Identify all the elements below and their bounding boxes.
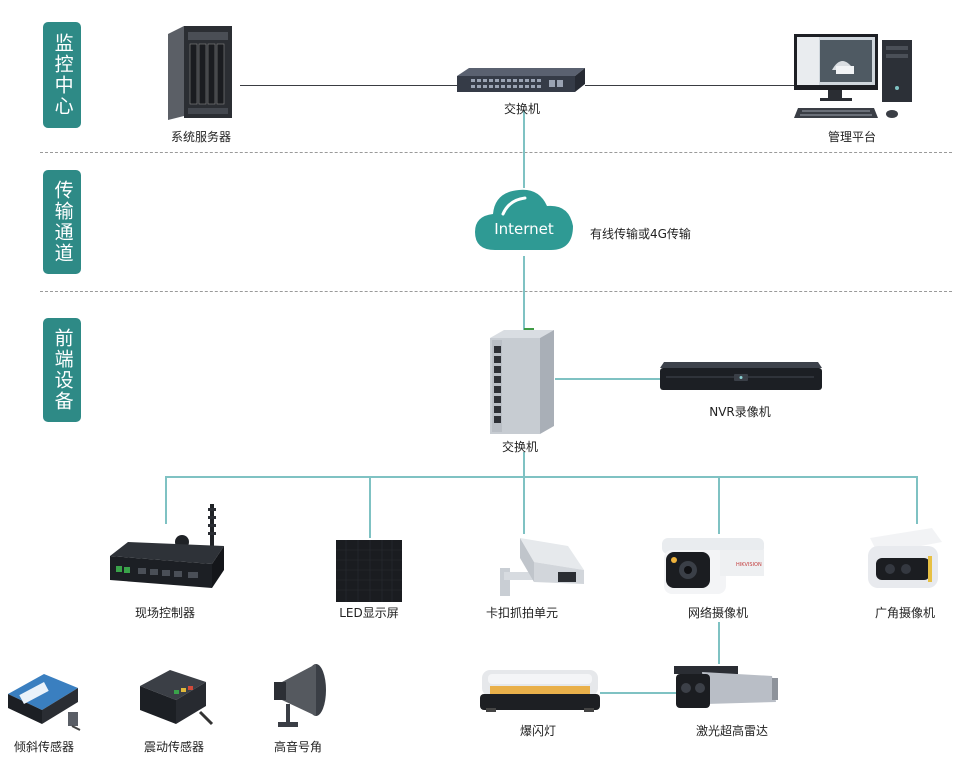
drop-led: [369, 476, 371, 538]
front-switch-device: [484, 326, 560, 438]
strobe-label: 爆闪灯: [519, 724, 557, 738]
server-icon: [168, 26, 232, 120]
lane-frontend: 前端设备: [43, 318, 81, 422]
top-switch-device: [457, 66, 587, 96]
platform-device: [792, 30, 916, 122]
led-panel-icon: [336, 540, 402, 602]
wide-label: 广角摄像机: [874, 606, 936, 620]
lane-transport: 传输通道: [43, 170, 81, 274]
industrial-switch-icon: [490, 328, 554, 434]
internet-cloud: Internet: [473, 184, 575, 256]
drop-wide: [916, 476, 918, 524]
drop-ipcam: [718, 476, 720, 534]
transport-note: 有线传输或4G传输: [590, 227, 691, 241]
horn-device: [270, 660, 330, 732]
tilt-sensor-icon: [8, 674, 81, 731]
checkpoint-label: 卡扣抓拍单元: [485, 606, 559, 620]
lane-transport-label: 传输通道: [51, 180, 74, 264]
link-frontswitch-nvr: [555, 378, 660, 380]
led-device: [334, 538, 404, 604]
nvr-device: [658, 358, 824, 394]
device-bus: [165, 476, 917, 478]
lane-frontend-label: 前端设备: [51, 328, 74, 412]
svg-text:HIKVISION: HIKVISION: [736, 562, 762, 568]
lane-monitor-label: 监控中心: [51, 33, 74, 117]
cloud-label: Internet: [494, 220, 554, 238]
field-controller-icon: [110, 504, 224, 588]
ipcam-label: 网络摄像机: [687, 606, 749, 620]
separator-middle: [40, 291, 952, 292]
ipcam-device: HIKVISION: [660, 532, 768, 600]
led-label: LED显示屏: [339, 606, 399, 620]
vibration-sensor-icon: [140, 670, 214, 726]
front-switch-label: 交换机: [501, 440, 539, 454]
tilt-device: [4, 668, 82, 732]
rack-switch-icon: [457, 68, 585, 92]
server-device: [162, 24, 236, 122]
wide-camera-icon: [868, 528, 942, 588]
drop-controller: [165, 476, 167, 524]
checkpoint-device: [494, 532, 586, 600]
bullet-camera-icon: HIKVISION: [662, 538, 764, 594]
lane-monitor-center: 监控中心: [43, 22, 81, 128]
cloud-icon: [475, 189, 573, 250]
controller-device: [104, 502, 230, 594]
server-label: 系统服务器: [170, 130, 232, 144]
horn-label: 高音号角: [273, 740, 323, 754]
link-switch-platform: [585, 85, 795, 86]
platform-label: 管理平台: [827, 130, 877, 144]
strobe-light-icon: [480, 670, 600, 712]
link-strobe-radar: [600, 692, 678, 694]
workstation-icon: [794, 34, 912, 118]
horn-speaker-icon: [274, 664, 326, 727]
box-camera-icon: [500, 538, 584, 596]
radar-label: 激光超高雷达: [695, 724, 769, 738]
link-ipcam-radar: [718, 622, 720, 664]
laser-radar-icon: [674, 666, 778, 708]
controller-label: 现场控制器: [134, 606, 196, 620]
nvr-recorder-icon: [660, 362, 822, 390]
vibration-label: 震动传感器: [143, 740, 205, 754]
nvr-label: NVR录像机: [709, 405, 771, 419]
vibration-device: [136, 664, 214, 732]
link-server-switch: [240, 85, 458, 86]
link-switch-cloud: [523, 110, 525, 188]
separator-top: [40, 152, 952, 153]
drop-checkpoint: [523, 476, 525, 534]
wide-device: [862, 524, 944, 594]
radar-device: [672, 662, 780, 716]
link-cloud-frontswitch: [523, 256, 525, 332]
link-frontswitch-bus: [523, 452, 525, 477]
strobe-device: [478, 664, 602, 716]
top-switch-label: 交换机: [503, 102, 541, 116]
tilt-label: 倾斜传感器: [13, 740, 75, 754]
